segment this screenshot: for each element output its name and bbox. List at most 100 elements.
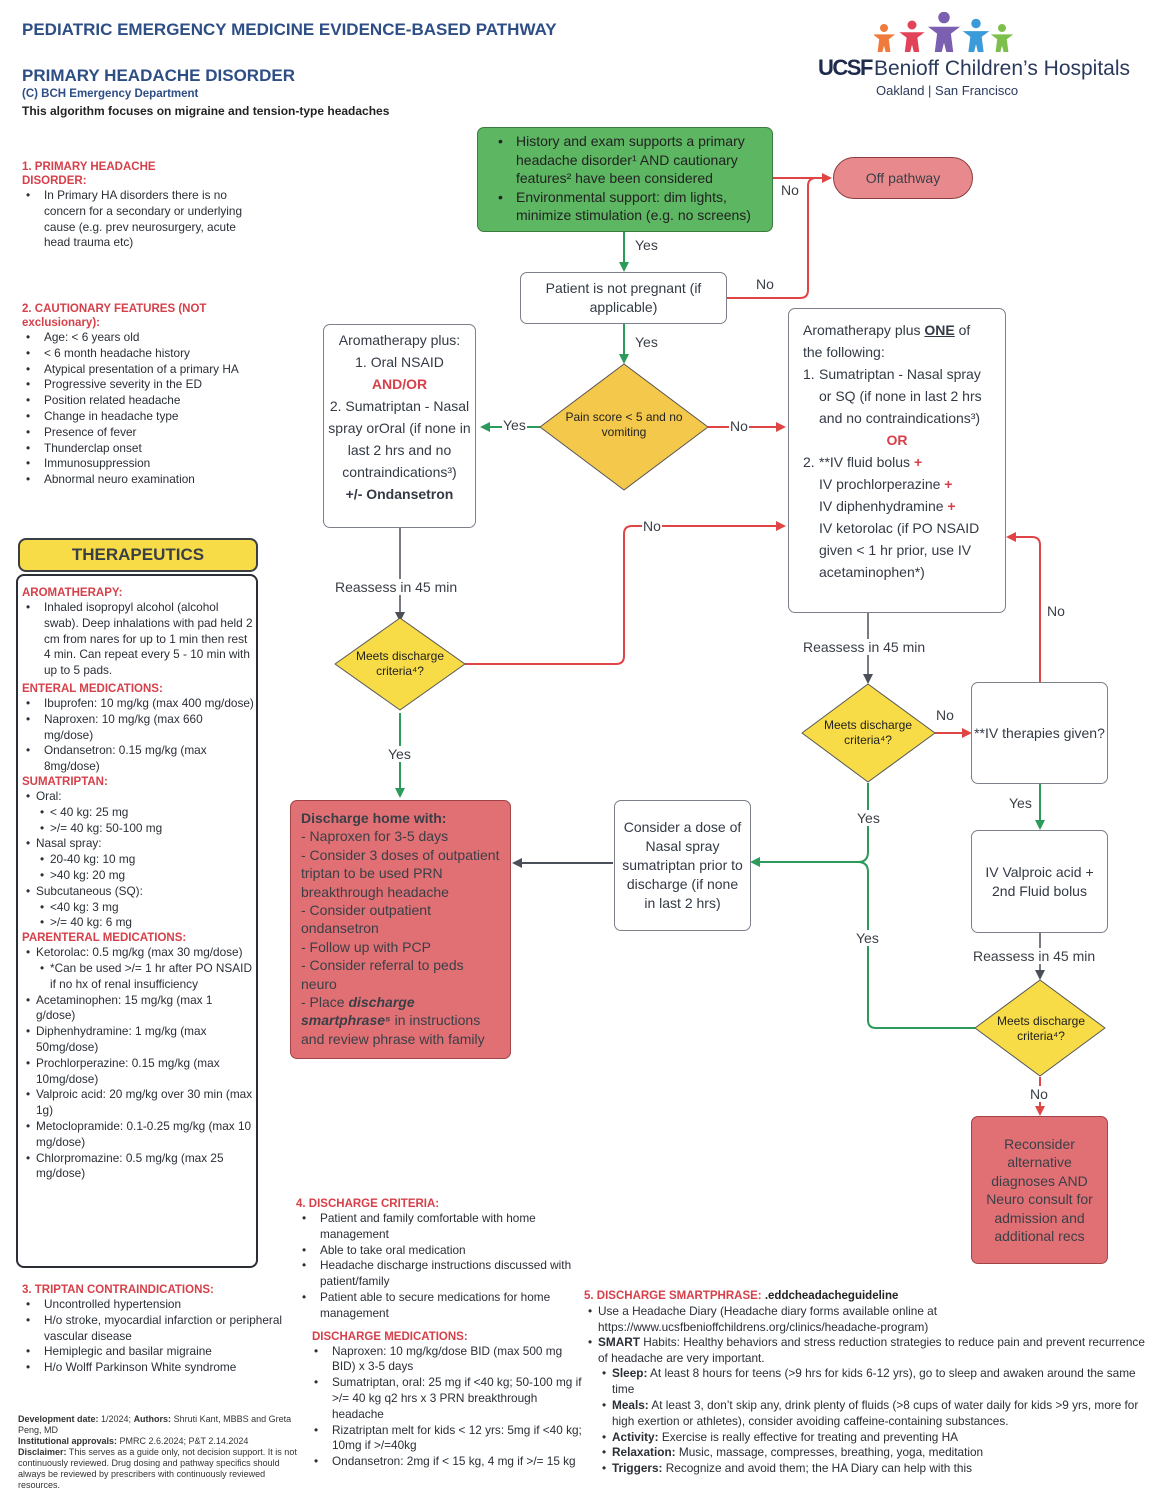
- dev-date-label: Development date:: [18, 1414, 99, 1424]
- sumatriptan-dose: 20-40 kg: 10 mg: [36, 852, 254, 868]
- section-heading: 4. DISCHARGE CRITERIA:: [296, 1198, 440, 1210]
- algorithm-focus: This algorithm focuses on migraine and t…: [22, 104, 390, 118]
- approvals-label: Institutional approvals:: [18, 1436, 118, 1446]
- section-cautionary-features: 2. CAUTIONARY FEATURES (NOT exclusionary…: [22, 302, 262, 488]
- disclaimer-value: This serves as a guide only, not decisio…: [18, 1447, 297, 1490]
- child-figure-head: [907, 20, 917, 30]
- discharge-meds-heading: DISCHARGE MEDICATIONS:: [312, 1330, 468, 1343]
- therapeutics-box: [16, 574, 258, 1268]
- page-title: PEDIATRIC EMERGENCY MEDICINE EVIDENCE-BA…: [22, 20, 557, 39]
- iv-therapy-line: IV ketorolac (if PO NSAID given < 1 hr p…: [819, 520, 980, 580]
- criteria1-label: Meets discharge criteria⁴?: [355, 649, 445, 678]
- cautionary-feature: Immunosuppression: [14, 456, 262, 472]
- section-heading: 2. CAUTIONARY FEATURES (NOT exclusionary…: [22, 303, 207, 329]
- criteria2-label: Meets discharge criteria⁴?: [823, 718, 913, 747]
- child-figure-body: [899, 32, 925, 52]
- and-or-label: AND/OR: [371, 376, 428, 392]
- aromatherapy-heading: AROMATHERAPY:: [22, 587, 123, 599]
- parenteral-med: Chlorpromazine: 0.5 mg/kg (max 25 mg/dos…: [22, 1151, 254, 1183]
- contraindication: Uncontrolled hypertension: [14, 1297, 282, 1313]
- reconsider-box: Reconsider alternative diagnoses AND Neu…: [971, 1116, 1108, 1264]
- severe-option-2: 2.**IV fluid bolus +IV prochlorperazine …: [803, 451, 991, 583]
- yes-label: Yes: [387, 746, 412, 762]
- section-heading: 3. TRIPTAN CONTRAINDICATIONS:: [22, 1284, 214, 1296]
- discharge-criterion: Able to take oral medication: [290, 1243, 586, 1259]
- child-figure-body: [962, 31, 990, 52]
- children-figures-icon: [874, 12, 1014, 52]
- section-triptan-contraindications: 3. TRIPTAN CONTRAINDICATIONS: Uncontroll…: [22, 1283, 282, 1376]
- dev-date-value: 1/2024;: [98, 1414, 134, 1424]
- parenteral-med: Prochlorperazine: 0.15 mg/kg (max 10mg/d…: [22, 1056, 254, 1088]
- enteral-med: Ibuprofen: 10 mg/kg (max 400 mg/dose): [14, 696, 254, 712]
- start-criterion: History and exam supports a primary head…: [486, 132, 764, 188]
- habit-item: Triggers: Recognize and avoid them; the …: [598, 1461, 1154, 1477]
- no-label: No: [935, 707, 955, 723]
- no-label: No: [642, 518, 662, 534]
- section-discharge-criteria: 4. DISCHARGE CRITERIA: Patient and famil…: [296, 1197, 586, 1470]
- approvals-value: PMRC 2.6.2024; P&T 2.14.2024: [117, 1436, 249, 1446]
- criteria1-diamond: [334, 617, 466, 711]
- habit-item: Sleep: At least 8 hours for teens (>9 hr…: [598, 1366, 1154, 1398]
- parenteral-list: Ketorolac: 0.5 mg/kg (max 30 mg/dose)*Ca…: [22, 945, 254, 1182]
- criteria2-diamond: [801, 683, 936, 783]
- child-figure-head: [998, 24, 1006, 32]
- therapeutics-content: AROMATHERAPY: Inhaled isopropyl alcohol …: [22, 586, 254, 1182]
- parenteral-heading: PARENTERAL MEDICATIONS:: [22, 932, 187, 945]
- aromatherapy-list: Inhaled isopropyl alcohol (alcohol swab)…: [14, 600, 254, 679]
- section-heading: 1. PRIMARY HEADACHE DISORDER:: [22, 161, 156, 187]
- cautionary-feature: < 6 month headache history: [14, 346, 262, 362]
- yes-label: Yes: [1008, 795, 1033, 811]
- logo-ucsf-mark: UCSF: [818, 55, 873, 80]
- arrow-iv-to-severe: [1006, 532, 1041, 682]
- habit-item: Meals: At least 3, don’t skip any, drink…: [598, 1398, 1154, 1430]
- child-figure-body: [874, 34, 896, 52]
- criteria3-diamond: [974, 979, 1106, 1077]
- sumatriptan-route: Subcutaneous (SQ):<40 kg: 3 mg>/= 40 kg:…: [22, 884, 254, 931]
- cautionary-feature: Age: < 6 years old: [14, 330, 262, 346]
- enteral-heading: ENTERAL MEDICATIONS:: [22, 682, 163, 695]
- severe-intro: Aromatherapy plus ONE of the following:: [803, 322, 971, 360]
- parenteral-med: Acetaminophen: 15 mg/kg (max 1 g/dose): [22, 993, 254, 1025]
- sumatriptan-heading: SUMATRIPTAN:: [22, 775, 108, 788]
- discharge-line: - Consider referral to peds neuro: [301, 957, 464, 992]
- start-box: History and exam supports a primary head…: [477, 127, 773, 232]
- authors-value: Shruti Kant, MBBS and Greta Peng, MD: [18, 1414, 292, 1435]
- contraindication: H/o Wolff Parkinson White syndrome: [14, 1360, 282, 1376]
- iv-therapy-line: IV prochlorperazine +: [819, 476, 953, 492]
- yes-label: Yes: [855, 930, 880, 946]
- discharge-med: Ondansetron: 2mg if < 15 kg, 4 mg if >/=…: [302, 1454, 586, 1470]
- cautionary-feature: Change in headache type: [14, 409, 262, 425]
- sumatriptan-dose: >40 kg: 20 mg: [36, 868, 254, 884]
- cautionary-features-list: Age: < 6 years old< 6 month headache his…: [14, 330, 262, 488]
- reassess-label-2: Reassess in 45 min: [802, 639, 927, 655]
- not-pregnant-box: Patient is not pregnant (if applicable): [520, 272, 727, 324]
- yes-label: Yes: [502, 417, 527, 433]
- child-figure-body: [927, 26, 961, 52]
- discharge-line: - Consider 3 doses of outpatient triptan…: [301, 846, 500, 900]
- mild-treatment-box: Aromatherapy plus: 1. Oral NSAID AND/OR …: [323, 324, 476, 528]
- discharge-med: Sumatriptan, oral: 25 mg if <40 kg; 50-1…: [302, 1375, 586, 1422]
- yes-label: Yes: [634, 237, 659, 253]
- discharge-home-box: Discharge home with: - Naproxen for 3-5 …: [290, 800, 511, 1059]
- ketorolac-note: *Can be used >/= 1 hr after PO NSAID if …: [36, 961, 254, 993]
- iv-therapy-line: **IV fluid bolus +: [819, 454, 923, 470]
- sumatriptan-route: Nasal spray:20-40 kg: 10 mg>40 kg: 20 mg: [22, 836, 254, 883]
- no-label: No: [1029, 1086, 1049, 1102]
- parenteral-med: Diphenhydramine: 1 mg/kg (max 50mg/dose): [22, 1024, 254, 1056]
- habit-item: Relaxation: Music, massage, compresses, …: [598, 1445, 1154, 1461]
- no-label: No: [729, 418, 749, 434]
- or-label: OR: [886, 432, 908, 448]
- discharge-smartphrase-line: - Place discharge smartphrase⁵ in instru…: [301, 994, 485, 1047]
- ucsf-logo: UCSF Benioff Children’s Hospitals Oaklan…: [818, 12, 1148, 102]
- logo-hospital-name: Benioff Children’s Hospitals: [874, 57, 1131, 80]
- reassess-label-1: Reassess in 45 min: [334, 579, 459, 595]
- sumatriptan-list: Oral:< 40 kg: 25 mg>/= 40 kg: 50-100 mgN…: [22, 789, 254, 931]
- mild-intro: Aromatherapy plus:: [338, 332, 461, 348]
- valproic-box: IV Valproic acid + 2nd Fluid bolus: [971, 830, 1108, 933]
- parenteral-med: Ketorolac: 0.5 mg/kg (max 30 mg/dose)*Ca…: [22, 945, 254, 992]
- child-figure-head: [880, 24, 888, 32]
- department: (C) BCH Emergency Department: [22, 88, 199, 100]
- discharge-lines: - Naproxen for 3-5 days- Consider 3 dose…: [301, 827, 500, 993]
- reassess-label-3: Reassess in 45 min: [972, 948, 1097, 964]
